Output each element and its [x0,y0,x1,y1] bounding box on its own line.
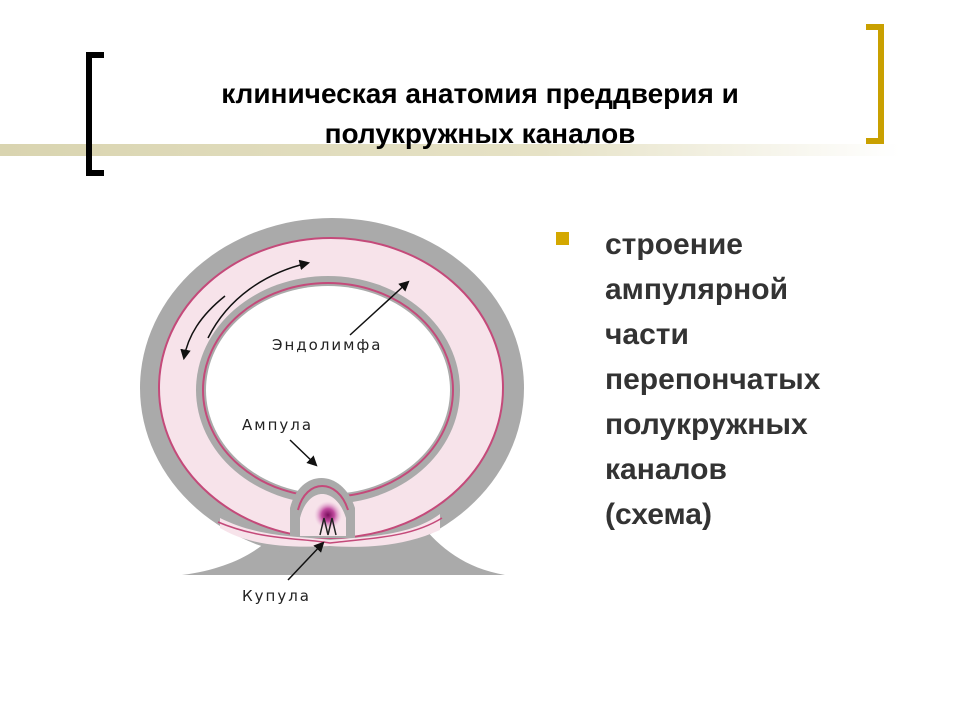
endolymph-label: Эндолимфа [272,336,383,354]
bullet-text: строение ампулярной части перепончатых п… [605,222,820,537]
bullet-line-1: строение [605,228,743,261]
bullet-line-5: полукружных [605,408,808,441]
cupula-pointer [287,541,325,581]
bullet-line-2: ампулярной [605,273,789,306]
cupula-hair-cells [319,517,337,536]
ampulla-label: Ампула [242,416,313,434]
bullet-line-4: перепончатых [605,363,821,396]
title-underline [0,144,900,156]
canal-lumen [206,286,450,494]
slide-title: клиническая анатомия преддверия и полукр… [120,74,840,154]
slide-title-line-2: полукружных каналов [324,118,636,149]
ampulla-diagram: Эндолимфа Ампула Купула [140,218,524,605]
bullet-line-6: каналов [605,453,727,486]
bullet-square-icon [556,232,569,245]
bullet-line-3: части [605,318,689,351]
flow-arrow-top [207,259,311,339]
flow-arrow-left [180,295,226,361]
left-bracket [86,52,104,176]
endolymph-pointer [349,280,410,336]
bullet-line-7: (схема) [605,498,712,531]
right-bracket [866,24,884,144]
cupula-label: Купула [242,587,311,605]
ampulla-pointer [289,439,318,467]
cupula-body [314,501,342,529]
slide-title-line-1: клиническая анатомия преддверия и [221,78,739,109]
